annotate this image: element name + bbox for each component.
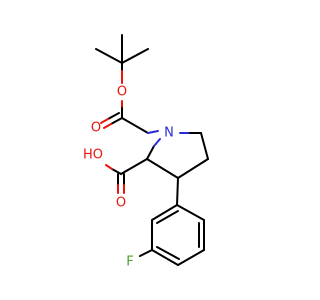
atom-o-acid-carbonyl: O [116, 196, 126, 211]
atom-o-carbamate-ether: O [117, 85, 127, 100]
c5-c4-bond [200, 132, 209, 160]
acid-c-oh-bond-red [105, 164, 113, 170]
c4-c3-bond [177, 158, 209, 179]
atom-n-ring: N [164, 126, 174, 141]
c2-n-bond-blue [153, 138, 161, 147]
carbonyl-to-n-bond-blue [147, 130, 159, 134]
carbamate-group [100, 100, 159, 134]
pyrrolidine-ring [146, 132, 209, 179]
carboxylic-acid-group [105, 158, 148, 194]
molecule-drawing: O O N HO O F [83, 34, 209, 270]
c2-n-bond [146, 145, 155, 160]
atom-f-aryl: F [126, 255, 133, 270]
aryl-c4-c5-inner-bond [156, 246, 180, 260]
carbamate-co-bond-a [110, 117, 123, 125]
structure-canvas: O O N HO O F [83, 34, 209, 270]
atom-labels: O O N HO O F [83, 85, 174, 270]
aryl-c3-c4-bond [177, 249, 205, 266]
aryl-c4-c5-bond [151, 249, 179, 266]
aryl-c6-c1-inner-bond [156, 210, 179, 224]
aryl-c6-c1-bond [151, 204, 178, 221]
atom-oh-acid: HO [83, 148, 103, 163]
aryl-c1-c2-bond [176, 204, 205, 221]
tbu-methyl-left-bond [95, 48, 123, 64]
c3-c2-bond [146, 158, 179, 179]
carbamate-co-bond-a-red [103, 123, 112, 129]
c3-to-aryl-bond [176, 177, 179, 206]
fluorophenyl-ring [139, 177, 205, 266]
carbamate-co-bond-b-red [100, 118, 109, 124]
c2-to-acid-carbon-bond [120, 158, 148, 175]
tert-butyl-group [95, 34, 149, 84]
carbonyl-to-n-bond [121, 117, 149, 134]
atom-o-carbamate-carbonyl: O [91, 121, 101, 136]
aryl-to-fluorine-bond [139, 249, 153, 257]
carbamate-co-bond-b [107, 112, 120, 120]
tbu-methyl-right-bond [121, 48, 149, 64]
acid-c-oh-bond [111, 168, 122, 175]
